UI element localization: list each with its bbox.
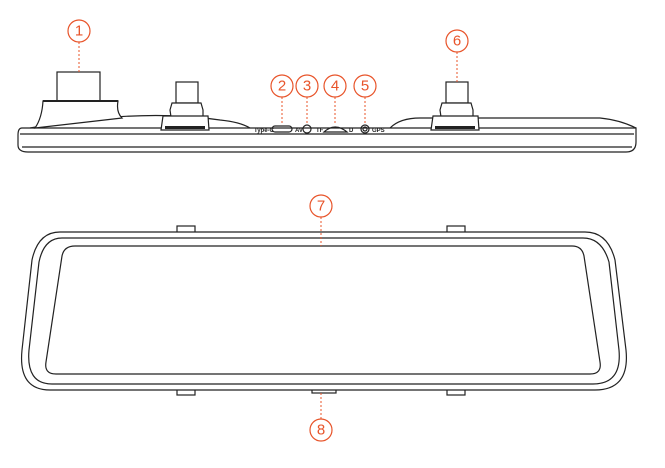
av-label: AV <box>295 128 303 134</box>
callout-4: 4 <box>324 75 346 125</box>
callout-8: 8 <box>310 393 332 441</box>
callout-6: 6 <box>446 30 468 82</box>
svg-text:2: 2 <box>278 78 286 95</box>
callout-2: 2 <box>271 75 293 125</box>
rear-camera <box>35 72 122 128</box>
svg-text:5: 5 <box>361 78 369 95</box>
callout-5: 5 <box>354 75 376 125</box>
callout-3: 3 <box>296 75 318 125</box>
svg-text:3: 3 <box>303 78 311 95</box>
svg-text:6: 6 <box>453 33 461 50</box>
tf-label: TF <box>316 128 324 134</box>
screen <box>46 246 601 374</box>
mount-right <box>431 82 479 130</box>
svg-text:8: 8 <box>317 422 325 439</box>
svg-text:D: D <box>349 128 354 134</box>
mount-left <box>161 82 209 130</box>
svg-text:4: 4 <box>331 78 339 95</box>
svg-text:7: 7 <box>317 198 325 215</box>
callout-1: 1 <box>68 20 90 72</box>
front-view <box>22 226 627 395</box>
gps-label: GPS <box>372 128 385 134</box>
svg-text:1: 1 <box>75 23 83 40</box>
